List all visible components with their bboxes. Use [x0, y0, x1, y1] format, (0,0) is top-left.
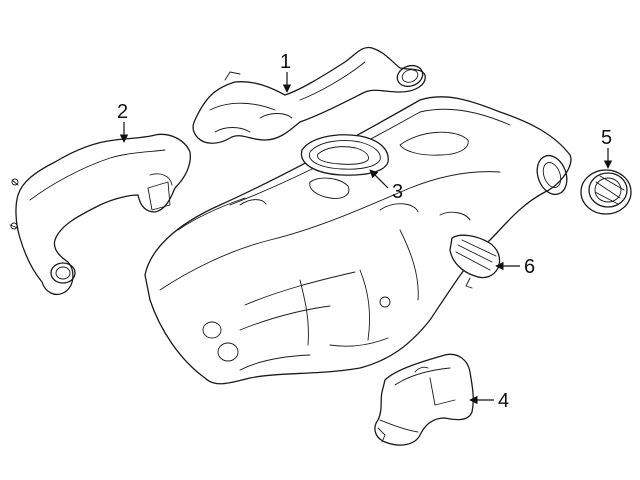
- part-5-round-vent: [580, 169, 632, 215]
- callout-4: 4: [498, 390, 509, 412]
- part-6-center-vent: [449, 234, 501, 289]
- leader-lines: [119, 72, 613, 405]
- part-2-side-duct: [9, 133, 191, 296]
- callout-2: 2: [117, 101, 128, 123]
- callout-6: 6: [524, 256, 535, 278]
- callout-3: 3: [392, 181, 403, 203]
- part-1-defroster-duct: [192, 46, 426, 144]
- part-4-lower-duct: [374, 353, 474, 446]
- leader-3: [369, 169, 389, 189]
- callout-1: 1: [280, 51, 291, 73]
- part-3-trim-ring: [300, 134, 389, 176]
- callout-labels: 1 2 3 4 5 6: [117, 51, 612, 412]
- callout-5: 5: [601, 127, 612, 149]
